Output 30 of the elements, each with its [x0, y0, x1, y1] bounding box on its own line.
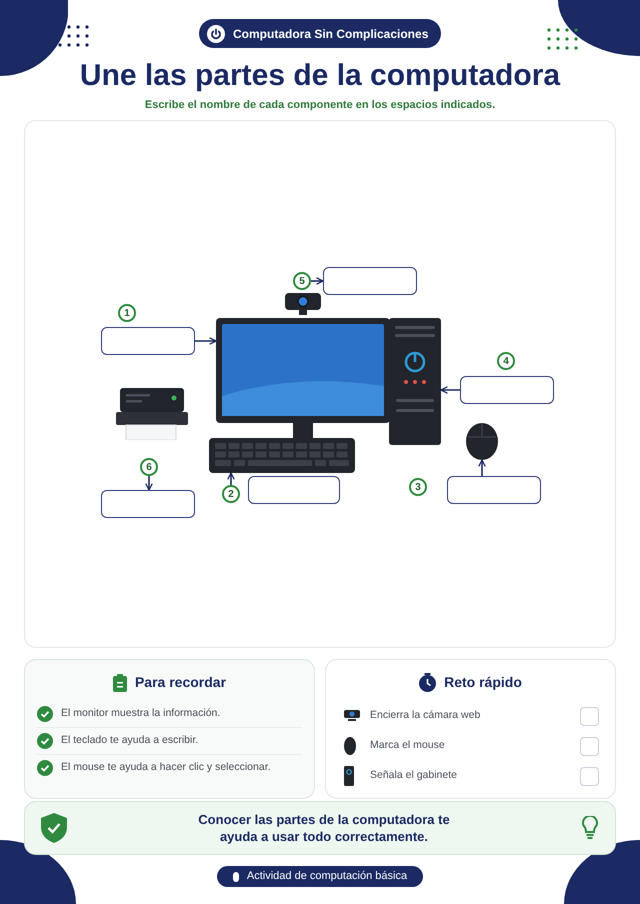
fact-text: El teclado te ayuda a escribir.: [61, 733, 198, 748]
page-title: Une las partes de la computadora: [78, 58, 562, 94]
message-text: Conocer las partes de la computadora te ayuda a usar todo correctamente.: [197, 811, 451, 845]
answer-box: [101, 490, 195, 518]
arrow: [227, 472, 235, 485]
answer-box: [447, 476, 541, 504]
answer-box: [101, 327, 195, 355]
task-text: Marca el mouse: [370, 738, 446, 754]
arrow: [145, 476, 153, 491]
footer-text: Actividad de computación básica: [246, 869, 408, 884]
title-pill: [199, 19, 441, 48]
fact-text: El mouse te ayuda a hacer clic y seleccionar.: [61, 760, 271, 776]
card-heading: Reto rápido: [444, 673, 522, 692]
pill-text: Computadora Sin Complicaciones: [233, 26, 428, 42]
challenge-card: [325, 659, 616, 799]
arrow: [311, 277, 324, 285]
task-text: Encierra la cámara web: [370, 708, 482, 724]
instruction-text: Escribe el nombre de cada componente en los espacios indicados.: [144, 98, 496, 113]
answer-box: [460, 376, 554, 404]
arrow: [195, 337, 217, 345]
card-heading: Para recordar: [134, 673, 226, 692]
info-card: [24, 659, 315, 799]
answer-box: [248, 476, 340, 504]
arrow: [478, 459, 486, 476]
task-text: Señala el gabinete: [370, 768, 458, 784]
fact-text: El monitor muestra la información.: [61, 706, 220, 722]
message-banner: [24, 801, 616, 855]
arrow: [440, 386, 460, 394]
answer-box: [323, 267, 417, 295]
footer-pill: [217, 866, 423, 887]
